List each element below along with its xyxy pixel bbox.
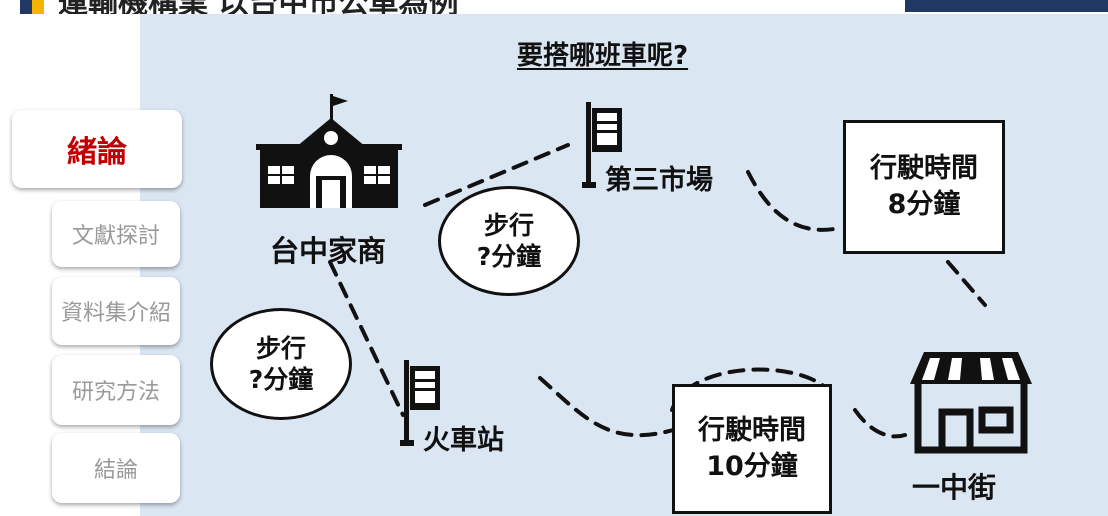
travel-box-line2: 10分鐘 [706, 451, 798, 482]
bus-stop-icon [400, 360, 440, 446]
stop-train-label: 火車站 [423, 425, 504, 456]
route-school-to-train [328, 260, 405, 417]
store-icon [910, 352, 1032, 454]
walk-bubble-line1: 步行 [255, 334, 306, 363]
walk-bubble-line2: ?分鐘 [476, 242, 542, 271]
title-accent-blue [20, 0, 32, 14]
bus-stop-icon [582, 102, 622, 188]
walk-time-bubble: 步行 ?分鐘 [438, 186, 580, 296]
travel-box-line1: 行駛時間 [870, 153, 978, 184]
nav-item-dataset[interactable]: 資料集介紹 [52, 277, 180, 345]
nav-item-literature-review[interactable]: 文獻探討 [52, 201, 180, 267]
title-corner-block [905, 0, 1108, 12]
title-strip: 運輸機構業 以台中市公車為例 [0, 0, 1108, 14]
school-icon [256, 94, 402, 208]
route-question: 要搭哪班車呢? [517, 41, 689, 71]
nav-item-conclusion[interactable]: 結論 [52, 433, 180, 503]
route-market-to-store [746, 170, 842, 232]
route-box-loop [670, 367, 830, 412]
nav-item-introduction[interactable]: 緒論 [12, 110, 182, 188]
route-box2-to-store [853, 408, 907, 439]
travel-box-line2: 8分鐘 [887, 189, 961, 220]
school-label: 台中家商 [270, 234, 387, 268]
route-box-to-store [946, 260, 987, 307]
walk-time-bubble: 步行 ?分鐘 [210, 308, 352, 420]
stop-market-label: 第三市場 [605, 165, 713, 196]
walk-bubble-line1: 步行 [483, 211, 534, 240]
travel-box-line1: 行駛時間 [698, 415, 806, 446]
store-label: 一中街 [912, 471, 997, 504]
nav-item-methodology[interactable]: 研究方法 [52, 355, 180, 425]
slide-title: 運輸機構業 以台中市公車為例 [58, 0, 458, 14]
travel-time-box: 行駛時間 8分鐘 [843, 120, 1005, 254]
route-school-to-market [423, 143, 570, 207]
title-accent-gold [32, 0, 44, 14]
travel-time-box: 行駛時間 10分鐘 [672, 384, 832, 514]
route-train-to-box [538, 376, 682, 438]
walk-bubble-line2: ?分鐘 [248, 365, 314, 394]
